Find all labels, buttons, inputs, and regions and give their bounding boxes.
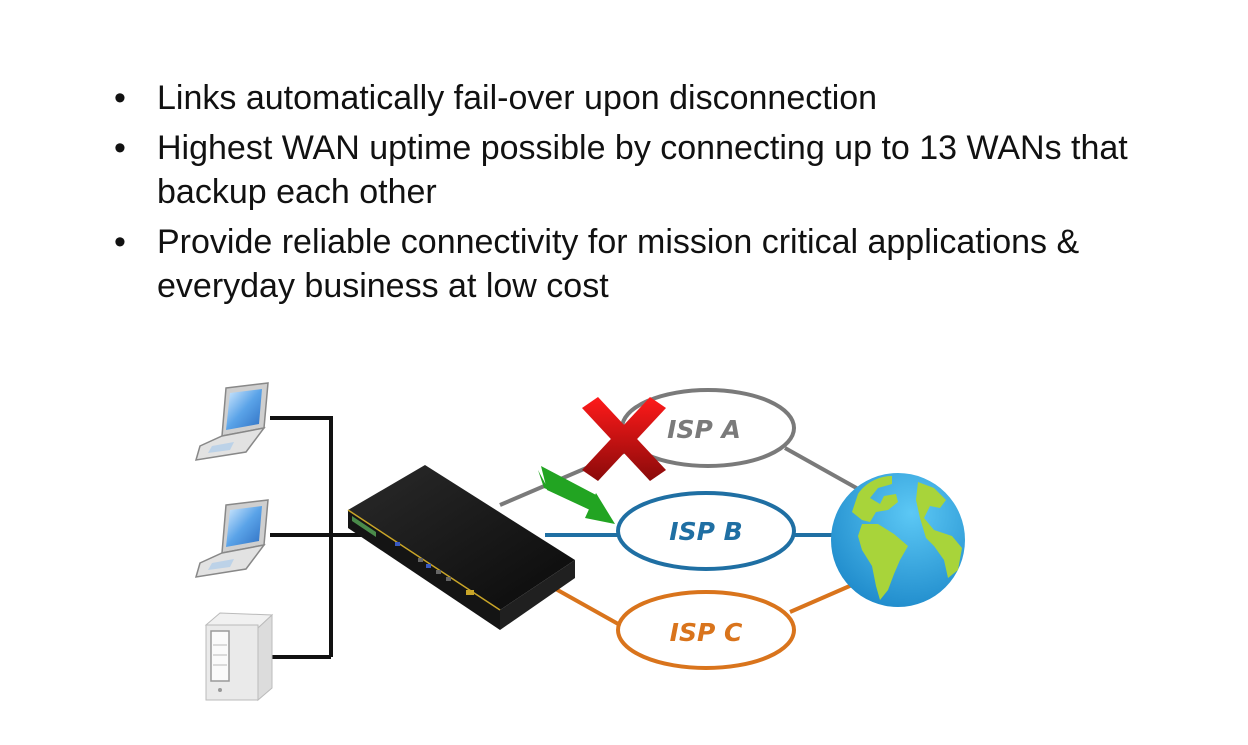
- isp-a-label: ISP A: [667, 415, 741, 444]
- fail-x-icon: [582, 397, 666, 481]
- globe-icon: [831, 473, 965, 607]
- bullet-item: • Highest WAN uptime possible by connecti…: [110, 126, 1190, 214]
- failover-arrow-body: [541, 466, 598, 510]
- isp-c-label: ISP C: [670, 618, 743, 647]
- bullet-text: Provide reliable connectivity for missio…: [157, 223, 1080, 305]
- link-isp-a-globe: [784, 446, 861, 492]
- lan-wiring: [270, 416, 370, 659]
- bullet-text: Highest WAN uptime possible by connectin…: [157, 129, 1128, 211]
- isp-c-node: ISP C: [616, 590, 796, 670]
- link-isp-c-globe: [789, 583, 853, 614]
- isp-b-label: ISP B: [669, 517, 742, 546]
- server-icon: [204, 612, 274, 702]
- bullet-marker: •: [114, 129, 126, 167]
- wire-laptop-1: [270, 416, 333, 657]
- bullet-text: Links automatically fail-over upon disco…: [157, 79, 878, 117]
- bullet-item: • Provide reliable connectivity for missi…: [110, 220, 1190, 308]
- bullet-marker: •: [114, 79, 126, 117]
- laptop-2-icon: [194, 499, 269, 578]
- laptop-1-icon: [194, 382, 269, 461]
- bullet-marker: •: [114, 223, 126, 261]
- bullet-item: • Links automatically fail-over upon disc…: [110, 76, 1190, 120]
- bullet-list: • Links automatically fail-over upon disc…: [110, 76, 1190, 314]
- router-appliance-icon: [347, 465, 575, 630]
- isp-b-node: ISP B: [616, 491, 796, 571]
